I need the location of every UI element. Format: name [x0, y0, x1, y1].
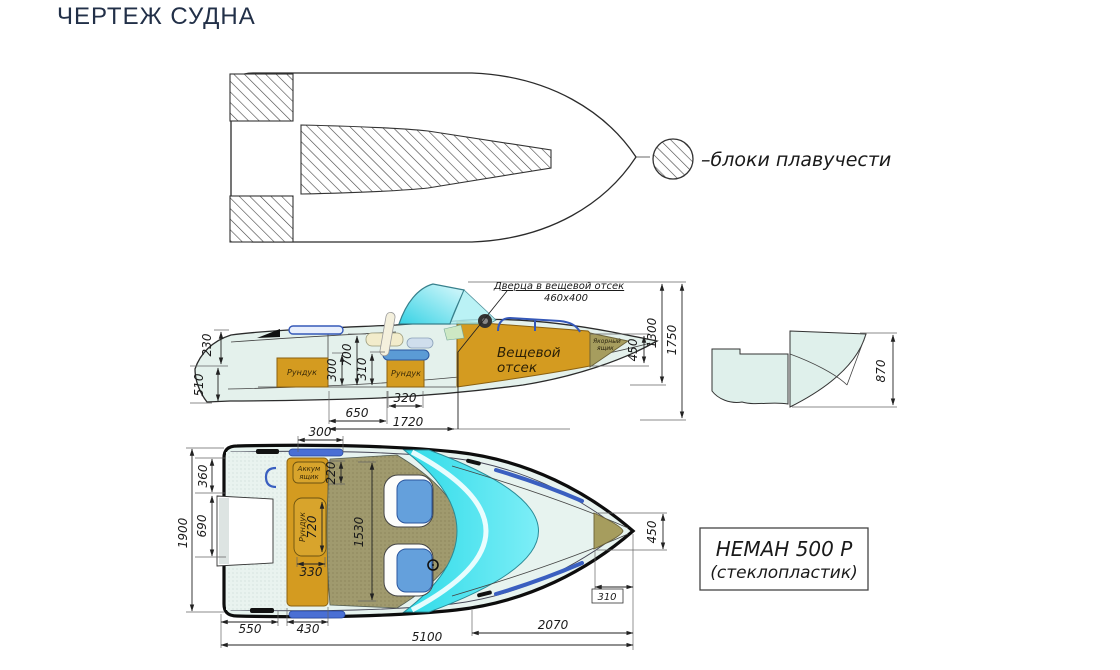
helm-seat-cushion: [382, 349, 430, 361]
pilot-seat: [383, 474, 434, 528]
dim-450-side: 450: [626, 338, 640, 361]
steering-wheel: [427, 559, 439, 571]
bow-rail-side: [497, 316, 581, 333]
battery-label-1: Аккум: [297, 465, 321, 473]
foredeck-panel-lines: [451, 465, 629, 597]
buoyancy-block-stern-top: [229, 73, 294, 122]
dim-300-plan: 300: [309, 425, 332, 439]
dim-650: 650: [346, 406, 369, 420]
buoyancy-block-stern-bottom: [229, 195, 294, 243]
dim-300-side: 300: [325, 358, 339, 381]
motor-cutout-band: [219, 498, 229, 564]
steering-column: [379, 311, 396, 357]
dim-2070: 2070: [538, 618, 569, 632]
grab-rail-plan-bottom: [288, 610, 346, 619]
dim-700: 700: [340, 343, 354, 366]
locker-label-plan: Рундук: [298, 512, 307, 542]
grab-rail-plan-top: [288, 448, 344, 457]
dim-1720: 1720: [393, 415, 424, 429]
door-note-size: 460х400: [544, 293, 588, 304]
stern-handle: [264, 466, 277, 489]
dim-510: 510: [192, 373, 206, 396]
anchor-box-plan: [593, 512, 624, 550]
deck-light-center: [482, 318, 488, 324]
page-title: ЧЕРТЕЖ СУДНА: [57, 3, 256, 30]
bow-rail-plan-bottom: [494, 561, 584, 596]
dim-690: 690: [195, 514, 209, 537]
side-window: [443, 324, 465, 341]
bow-half-section: [789, 330, 867, 408]
helm-locker-label: Рундук: [391, 369, 421, 378]
transom-view: 870: [711, 330, 897, 408]
dim-870: 870: [874, 359, 888, 382]
dim-450-plan: 450: [645, 520, 659, 543]
stowage-label-1: Вещевой: [497, 345, 561, 361]
steering-wheel-hub: [432, 564, 434, 566]
buoyancy-block-keel: [300, 124, 552, 195]
top-view: [229, 72, 650, 243]
bow-cleat-bottom: [477, 590, 492, 598]
locker-box-plan: [293, 497, 327, 557]
dim-330: 330: [300, 565, 323, 579]
windshield-frame-stripe: [410, 449, 489, 613]
battery-label-2: ящик: [299, 473, 319, 481]
dim-5100: 5100: [412, 630, 443, 644]
dim-720: 720: [305, 515, 319, 538]
door-note-title: Дверца в вещевой отсек: [493, 281, 624, 292]
dim-1750: 1750: [665, 324, 679, 355]
battery-box: [292, 461, 327, 484]
dim-310-box: [591, 588, 624, 604]
dim-1300: 1300: [645, 317, 659, 348]
dim-230: 230: [200, 333, 214, 356]
aft-locker: [276, 357, 329, 388]
model-material: (стеклопластик): [710, 563, 857, 583]
transom-extension-lines: [792, 332, 897, 408]
dim-320: 320: [394, 391, 417, 405]
dashboard-panel: [406, 337, 434, 349]
windshield-plan: [402, 449, 539, 613]
side-view: 230 510 300 700 310 320 650 1720 450 130…: [190, 281, 686, 432]
legend-label: –блоки плавучести: [701, 149, 891, 171]
plan-view: 300 360 690 1900 220 720 Рундук 1530 330…: [176, 425, 667, 650]
copilot-seat: [383, 543, 434, 597]
motor-cutout: [216, 495, 274, 567]
legend: –блоки плавучести: [652, 138, 891, 180]
model-name: НЕМАН 500 Р: [716, 537, 854, 561]
stowage-label-2: отсек: [497, 360, 538, 376]
model-box-border: [699, 527, 869, 591]
buoyancy-swatch-icon: [652, 138, 694, 180]
anchor-label-1: Якорный: [592, 338, 621, 345]
side-dimension-lines: [215, 283, 685, 432]
stern-cleat-bottom: [250, 608, 274, 613]
anchor-label-2: ящик: [597, 345, 614, 352]
stern-half-section: [711, 348, 789, 405]
anchor-box-side: [589, 332, 630, 368]
dim-310-plan: 310: [597, 592, 616, 603]
door-leader-line: [457, 290, 508, 429]
stern-cleat-top: [256, 449, 279, 454]
side-extension-lines: [190, 281, 686, 430]
dim-1900: 1900: [176, 517, 190, 548]
dim-430: 430: [297, 622, 320, 636]
model-label-box: НЕМАН 500 Р (стеклопластик): [699, 527, 869, 591]
stern-flag: [257, 329, 280, 338]
section-inner-curve: [789, 333, 867, 386]
dim-360: 360: [196, 464, 210, 487]
dim-1530: 1530: [352, 516, 366, 547]
dim-550: 550: [239, 622, 262, 636]
bow-rail-plan-top: [494, 468, 584, 503]
stern-grab-rail: [288, 325, 344, 335]
plan-dimension-lines: [189, 437, 666, 648]
dim-220: 220: [324, 461, 338, 484]
bow-cleat-top: [466, 458, 481, 466]
aft-locker-label: Рундук: [287, 368, 317, 377]
dim-310-side: 310: [355, 357, 369, 380]
